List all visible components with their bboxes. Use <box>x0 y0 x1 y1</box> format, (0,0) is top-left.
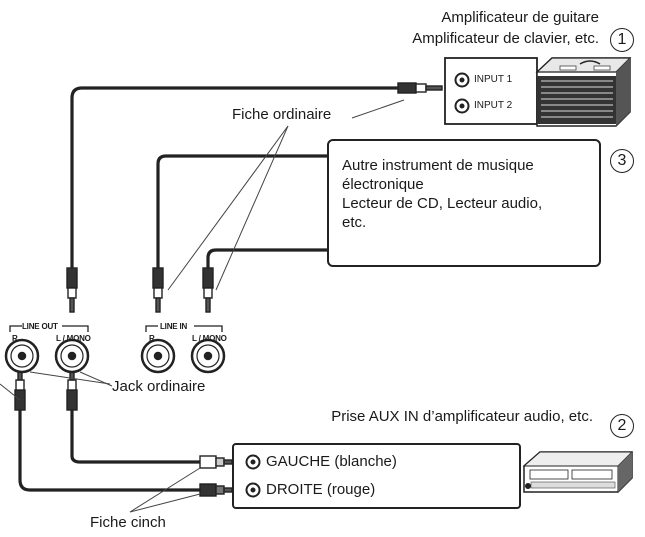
panel-jacks <box>4 338 226 374</box>
line-in-label: LINE IN <box>160 322 188 331</box>
amp-input1-label: INPUT 1 <box>474 74 513 85</box>
jack-ordinaire-label: Jack ordinaire <box>112 378 206 395</box>
number-2-badge: 2 <box>610 414 634 438</box>
instrument-line1: Autre instrument de musique <box>342 157 534 174</box>
cable-line-in-l <box>206 248 328 268</box>
rca-plugs <box>199 455 233 497</box>
line-in-r-label: R <box>149 334 155 343</box>
line-in-l-label: L / MONO <box>192 334 227 343</box>
line-out-label: LINE OUT <box>22 322 58 331</box>
cable-out-l-to-aux <box>70 410 200 464</box>
guitar-amplifier <box>444 57 632 127</box>
line-out-l-label: L / MONO <box>56 334 91 343</box>
number-1-badge: 1 <box>610 28 634 52</box>
aux-left-label: GAUCHE (blanche) <box>266 453 397 470</box>
aux-title: Prise AUX IN d’amplificateur audio, etc. <box>331 408 593 425</box>
cable-line-out-to-amp <box>70 86 398 268</box>
instrument-line2: électronique <box>342 176 424 193</box>
aux-right-label: DROITE (rouge) <box>266 481 376 498</box>
instrument-box <box>327 139 601 267</box>
plug-amp <box>397 82 443 94</box>
amp-title-line2: Amplificateur de clavier, etc. <box>412 30 599 47</box>
amp-title-line1: Amplificateur de guitare <box>441 9 599 26</box>
instrument-line3: Lecteur de CD, Lecteur audio, <box>342 195 543 212</box>
line-out-r-label: R <box>12 334 18 343</box>
fiche-ordinaire-label: Fiche ordinaire <box>232 106 332 123</box>
instrument-line4: etc. <box>342 214 367 231</box>
cable-out-r-to-aux <box>18 410 200 492</box>
number-3-badge: 3 <box>610 149 634 173</box>
audio-receiver <box>522 451 634 493</box>
amp-input2-label: INPUT 2 <box>474 100 513 111</box>
cable-line-in-r <box>156 154 328 268</box>
fiche-cinch-label: Fiche cinch <box>90 514 166 531</box>
instrument-text: Autre instrument de musique électronique… <box>342 156 592 232</box>
aux-box <box>232 443 521 509</box>
plugs-top <box>66 267 214 313</box>
